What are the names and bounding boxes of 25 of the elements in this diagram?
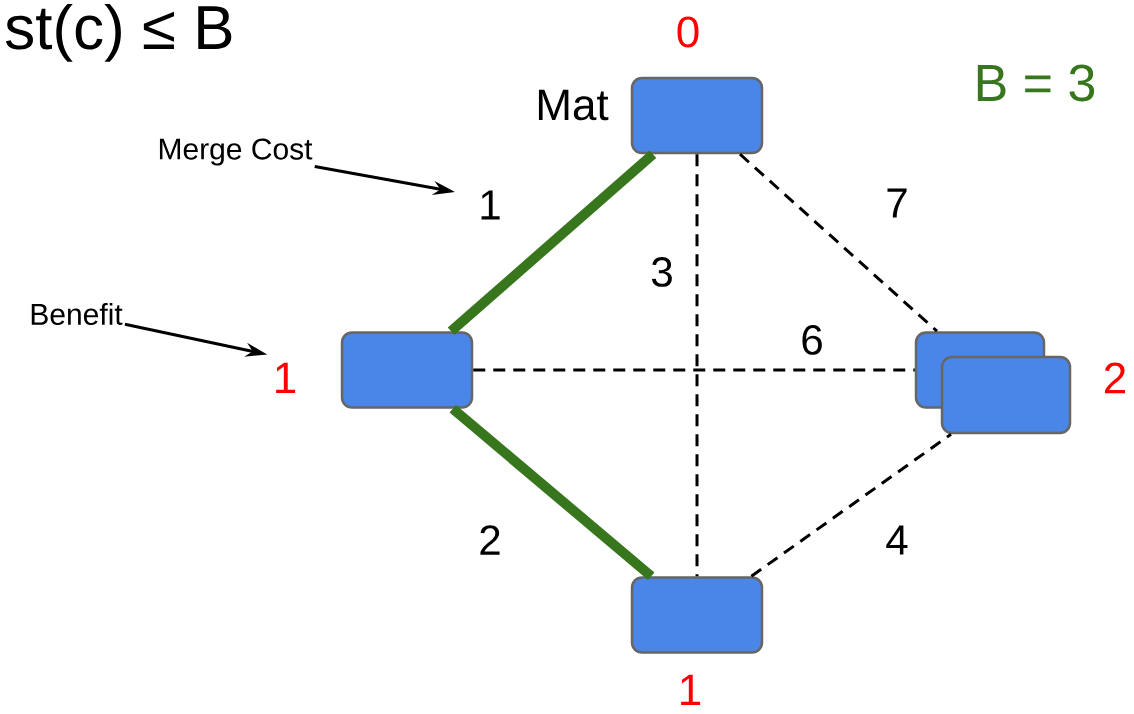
node-number: 1 (681, 674, 701, 706)
edge-line (695, 154, 699, 577)
edge-label: 2 (476, 523, 504, 557)
edge-label: 1 (476, 188, 504, 222)
edge-line (750, 433, 952, 578)
node-box (630, 576, 764, 654)
budget-label: B = 3 (977, 64, 1095, 102)
title: st(c) ≤ B (5, 4, 232, 62)
edge-label: 4 (883, 523, 911, 557)
node-box (940, 355, 1072, 435)
node-box (340, 331, 474, 409)
edge-label: 6 (798, 323, 826, 357)
edge-line (739, 153, 938, 333)
node-number: 0 (677, 16, 699, 48)
node-number: 1 (276, 362, 296, 394)
node-box (630, 76, 764, 155)
edge-label: 3 (648, 255, 676, 289)
node-number: Mat (538, 89, 609, 121)
edge-label: 7 (883, 186, 911, 220)
node-number: 2 (1105, 362, 1126, 394)
edge-line (473, 368, 915, 372)
callout-text: Benefit (31, 302, 123, 325)
callout-text: Merge Cost (159, 138, 313, 166)
edge-line (449, 404, 655, 581)
edge-line (447, 150, 657, 335)
